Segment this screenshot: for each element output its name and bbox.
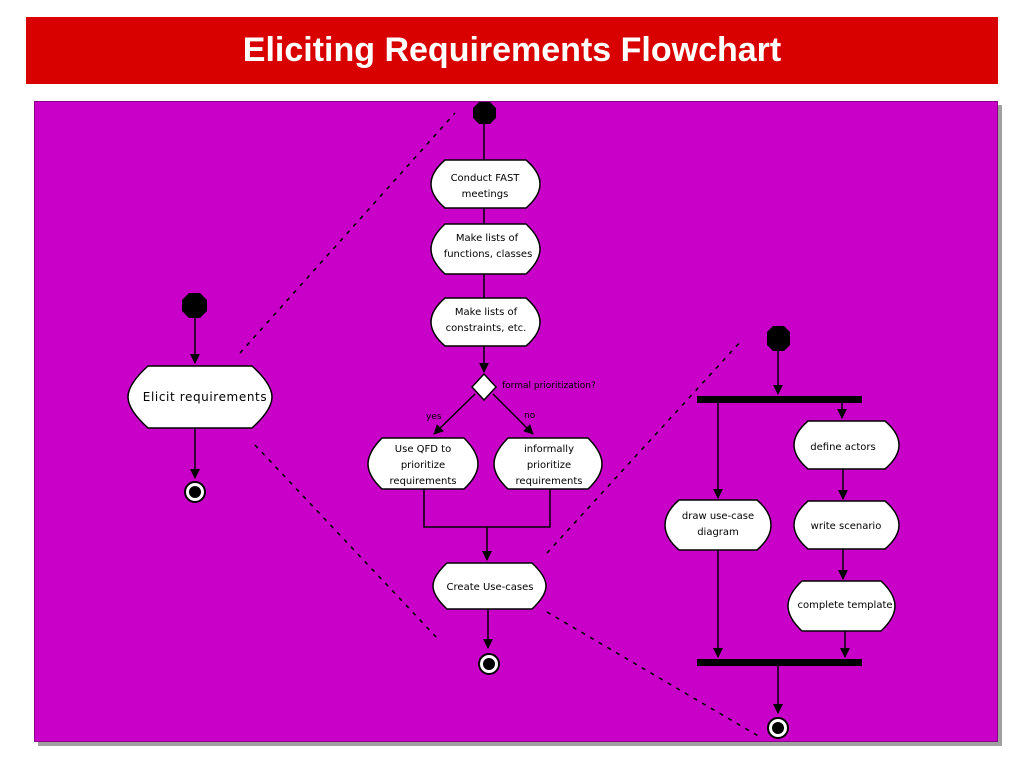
informally-line2: prioritize [527, 460, 571, 471]
merge-line [423, 489, 551, 528]
elicit-requirements-label: Elicit requirements [143, 390, 267, 404]
create-usecases-node [432, 562, 547, 610]
yes-label: yes [426, 412, 442, 422]
write-scenario-node [793, 500, 900, 550]
lists-constraints-line2: constraints, etc. [446, 323, 527, 334]
lists-functions-line1: Make lists of [456, 233, 519, 244]
informally-prioritize-node [493, 437, 603, 490]
lists-functions-line2: functions, classes [444, 249, 533, 260]
lists-constraints-line1: Make lists of [455, 307, 518, 318]
elicit-requirements-node [127, 365, 273, 429]
start-node-right [767, 326, 790, 351]
conduct-fast-node [430, 159, 541, 209]
draw-usecase-line2: diagram [697, 527, 739, 538]
start-node-middle [473, 102, 496, 124]
usecase-flow: draw use-case diagram define actors writ… [664, 326, 900, 739]
overview-flow: Elicit requirements [127, 293, 273, 503]
fork-bar [697, 396, 862, 403]
define-actors-node [793, 420, 900, 470]
detail-flow: Conduct FAST meetings Make lists of func… [367, 102, 603, 675]
informally-line1: informally [524, 444, 574, 455]
expansion-line-bottom-left [254, 444, 438, 639]
use-qfd-node [367, 437, 479, 490]
title-bar: Eliciting Requirements Flowchart [26, 17, 998, 84]
lists-functions-node [430, 223, 541, 275]
use-qfd-line1: Use QFD to [395, 444, 451, 455]
expansion-line-top-right [546, 339, 743, 554]
create-usecases-label: Create Use-cases [447, 582, 534, 593]
complete-template-label: complete template [797, 600, 892, 611]
arrow-yes [433, 393, 476, 435]
expansion-line-bottom-right [546, 611, 761, 738]
join-bar [697, 659, 862, 666]
use-qfd-line2: prioritize [401, 460, 445, 471]
conduct-fast-line1: Conduct FAST [451, 173, 521, 184]
arrow-no [492, 393, 534, 435]
draw-usecase-diagram-node [664, 499, 772, 551]
informally-line3: requirements [516, 476, 583, 487]
lists-constraints-node [430, 297, 541, 347]
decision-label: formal prioritization? [502, 381, 596, 391]
draw-usecase-line1: draw use-case [682, 511, 754, 522]
start-node-left [182, 293, 207, 318]
use-qfd-line3: requirements [390, 476, 457, 487]
expansion-line-top-left [239, 112, 456, 354]
conduct-fast-line2: meetings [462, 189, 509, 200]
decision-diamond [470, 372, 498, 402]
no-label: no [524, 411, 536, 421]
page-title: Eliciting Requirements Flowchart [242, 31, 782, 69]
complete-template-node [787, 580, 896, 632]
write-scenario-label: write scenario [811, 521, 882, 532]
expansion-lines [239, 112, 761, 738]
define-actors-label: define actors [810, 442, 875, 453]
